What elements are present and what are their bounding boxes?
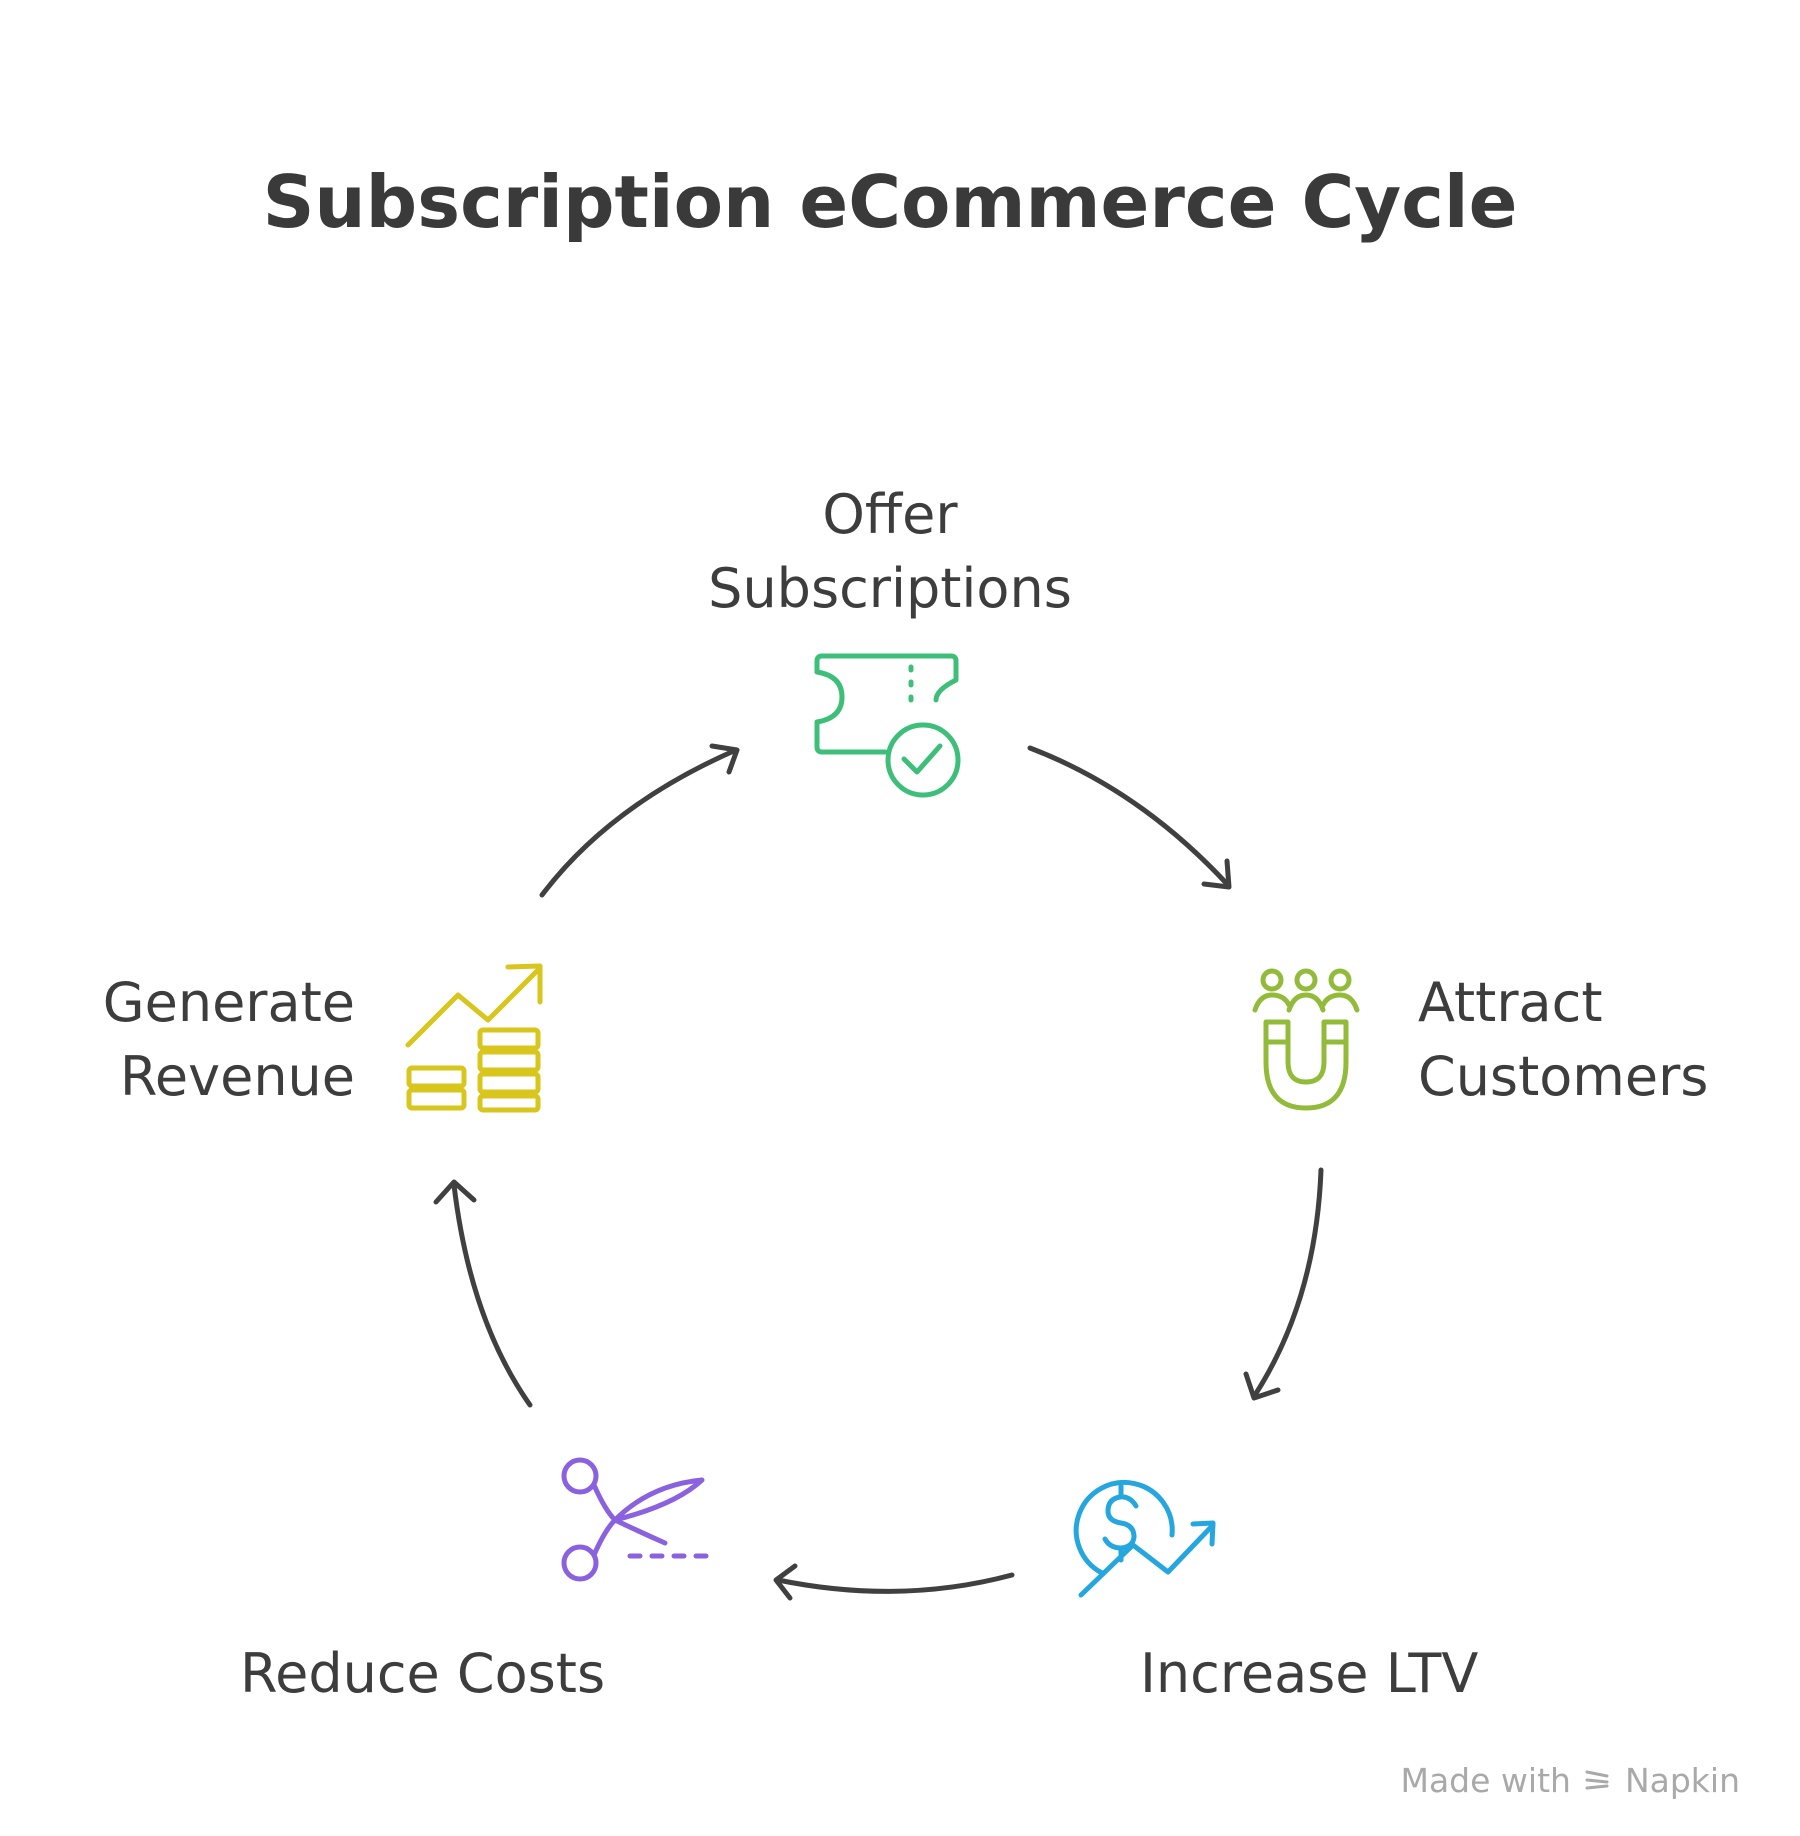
step-label-line: Customers <box>1418 1045 1709 1108</box>
step-label-offer-subscriptions: Offer Subscriptions <box>640 478 1140 626</box>
step-label-line: Increase LTV <box>1140 1642 1479 1705</box>
arrowhead-reduce-to-revenue <box>433 1179 477 1205</box>
napkin-logo-icon <box>1585 1770 1609 1789</box>
arrowhead-offer-to-attract <box>1201 858 1232 890</box>
scissors-icon <box>561 1457 709 1582</box>
step-label-increase-ltv: Increase LTV <box>1140 1637 1478 1711</box>
coins-growth-icon <box>405 963 543 1113</box>
napkin-brand-text: Napkin <box>1624 1761 1740 1800</box>
magnet-people-icon <box>1252 968 1360 1111</box>
step-label-line: Revenue <box>119 1045 355 1108</box>
dollar-growth-icon <box>1073 1479 1216 1598</box>
step-label-line: Subscriptions <box>708 557 1072 620</box>
made-with-napkin-watermark: Made with Napkin <box>1400 1761 1740 1800</box>
arrow-attract-to-ltv <box>1252 1167 1324 1398</box>
step-label-reduce-costs: Reduce Costs <box>240 1637 605 1711</box>
arrow-reduce-to-revenue <box>451 1182 533 1408</box>
made-with-text: Made with <box>1400 1761 1571 1800</box>
arrowhead-ltv-to-reduce <box>773 1563 798 1601</box>
arrow-revenue-to-offer <box>539 747 739 898</box>
step-label-generate-revenue: Generate Revenue <box>40 966 355 1114</box>
diagram-title: Subscription eCommerce Cycle <box>262 160 1518 244</box>
step-label-line: Reduce Costs <box>240 1642 606 1705</box>
arrowhead-attract-to-ltv <box>1243 1371 1281 1401</box>
arrow-ltv-to-reduce <box>775 1572 1015 1594</box>
step-label-line: Attract <box>1418 971 1603 1034</box>
step-label-line: Offer <box>822 483 958 546</box>
step-label-attract-customers: Attract Customers <box>1418 966 1708 1114</box>
arrow-offer-to-attract <box>1027 745 1231 888</box>
ticket-check-icon <box>814 653 961 798</box>
step-label-line: Generate <box>102 971 355 1034</box>
arrowhead-revenue-to-offer <box>709 743 740 775</box>
